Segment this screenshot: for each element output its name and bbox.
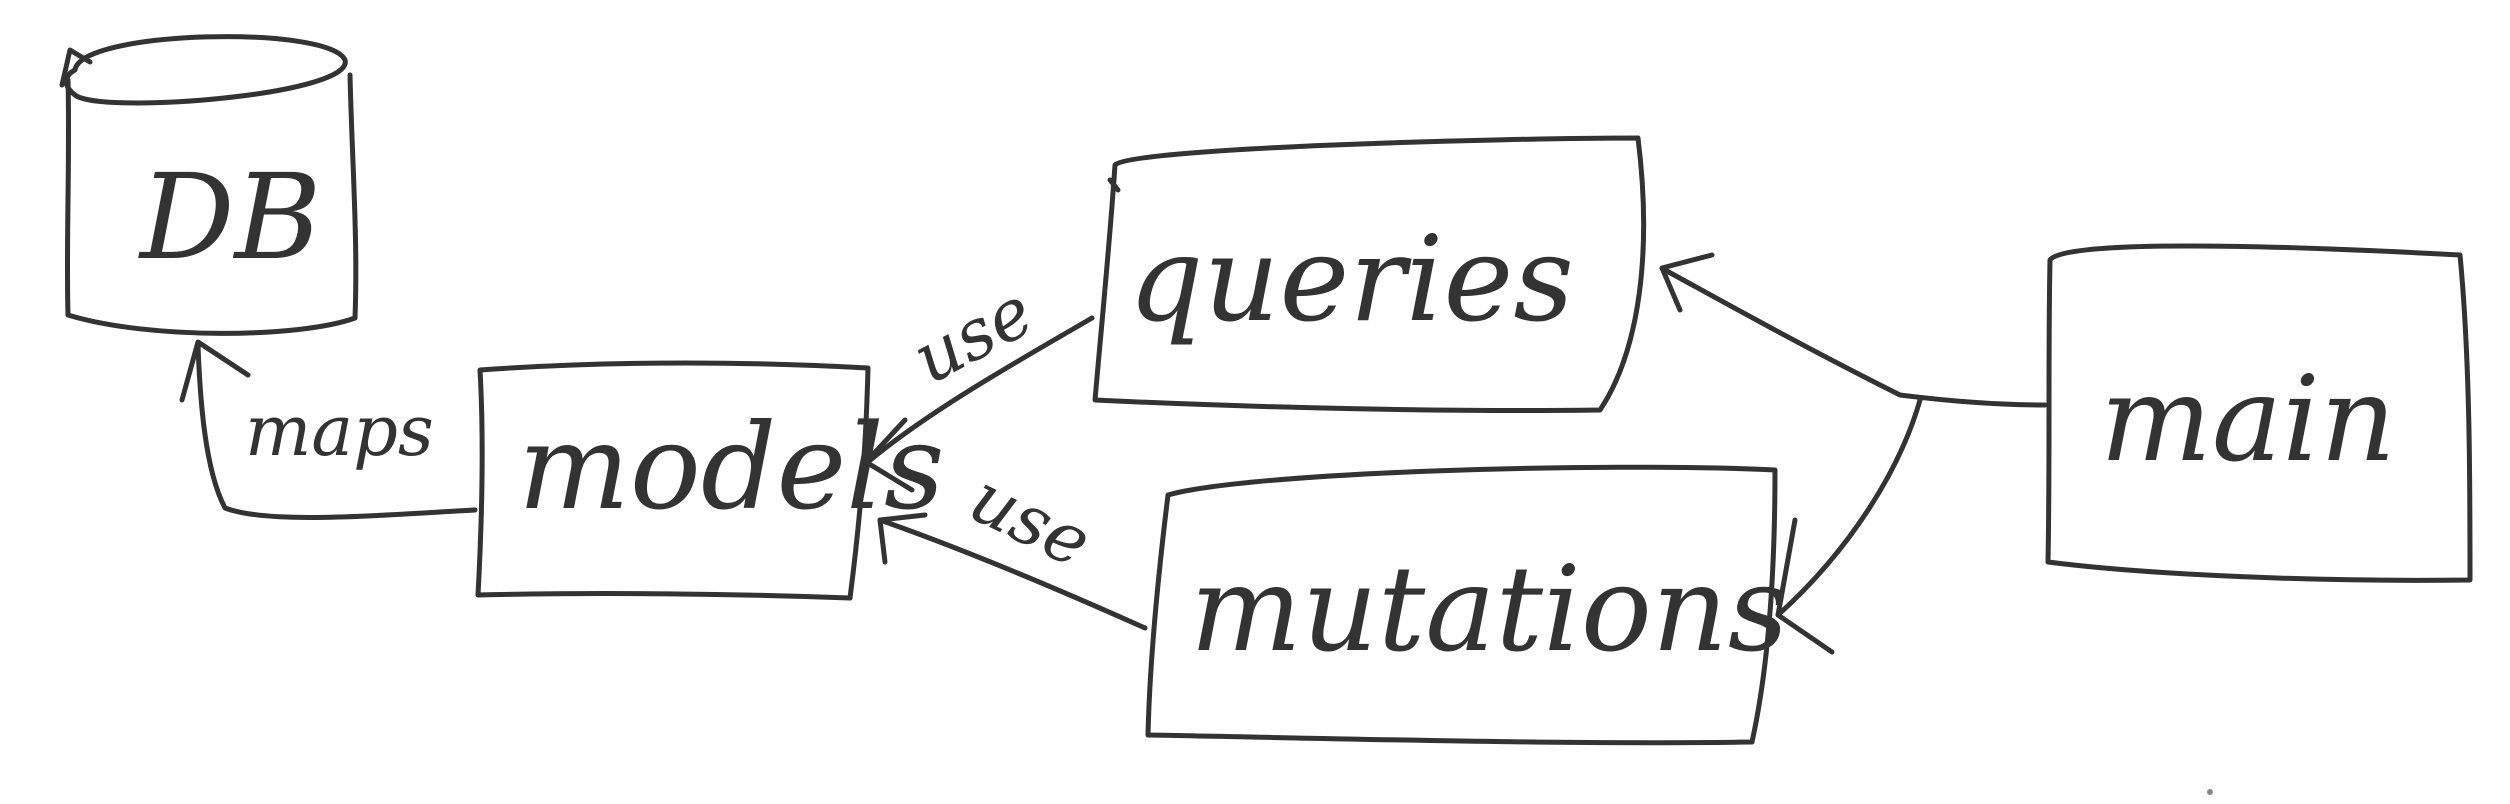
queries-use-label: use — [899, 270, 1046, 400]
db-corner-tick — [59, 47, 93, 88]
node-mutations: mutations — [1145, 464, 1788, 746]
db-cylinder-body — [64, 72, 359, 336]
mutations-label: mutations — [1190, 540, 1788, 678]
main-label: main — [2100, 350, 2396, 488]
queries-box — [1092, 135, 1647, 414]
edge-main-mutations — [1775, 397, 1923, 655]
queries-corner-tick — [1107, 177, 1121, 193]
mutations-use-arrowhead — [877, 512, 928, 565]
db-label: DB — [138, 148, 321, 286]
node-models: models — [475, 360, 945, 601]
queries-use-arrow-line — [865, 315, 1095, 465]
node-main: main — [2045, 243, 2473, 583]
main-queries-arrowhead — [1659, 252, 1715, 313]
maps-arrowhead — [179, 339, 251, 403]
edge-models-db: maps — [179, 339, 478, 520]
mutations-box — [1145, 464, 1778, 746]
main-queries-arrow-line — [1662, 267, 2048, 408]
models-box — [475, 360, 871, 601]
node-db: DB — [59, 34, 359, 336]
queries-label: queries — [1128, 210, 1574, 348]
models-label: models — [518, 398, 945, 536]
main-mutations-arrow-line — [1775, 397, 1923, 618]
db-cylinder-top — [63, 34, 348, 106]
main-mutations-arrowhead — [1775, 517, 1835, 655]
maps-arrow-line — [195, 342, 478, 520]
main-box — [2045, 243, 2473, 583]
mutations-use-arrow-line — [877, 517, 1148, 631]
queries-use-arrowhead — [863, 417, 915, 493]
stray-dot — [2207, 789, 2213, 795]
mutations-use-label: use — [958, 457, 1104, 584]
node-queries: queries — [1092, 135, 1647, 414]
maps-label: maps — [245, 390, 434, 472]
edge-main-queries — [1659, 252, 2048, 408]
